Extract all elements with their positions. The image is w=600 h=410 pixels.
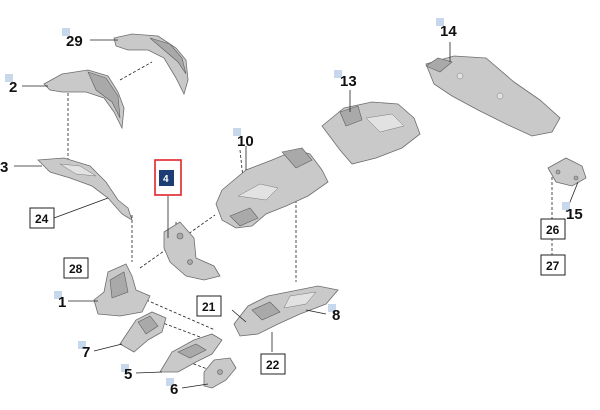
callout-27: 27: [546, 259, 560, 273]
callout-5: 5: [124, 366, 132, 383]
callout-10: 10: [237, 133, 254, 150]
part-14-heat-shield: [425, 55, 561, 137]
callout-4: 4: [163, 174, 169, 185]
callout-13: 13: [340, 73, 357, 90]
part-5-heat-shield: [159, 333, 223, 373]
part-29-heat-shield: [113, 33, 189, 96]
part-15-bracket: [547, 157, 587, 187]
callout-29: 29: [66, 33, 83, 50]
callout-24: 24: [35, 212, 49, 226]
callout-22: 22: [266, 358, 280, 372]
part-7-heat-shield: [119, 311, 167, 353]
part-4-bracket: [163, 221, 221, 281]
callout-2: 2: [9, 79, 17, 96]
callout-7: 7: [82, 344, 90, 361]
part-2-heat-shield: [43, 69, 125, 130]
part-3-heat-shield: [37, 157, 133, 221]
callout-28: 28: [69, 262, 83, 276]
leader-lines: [14, 39, 579, 389]
callout-3: 3: [0, 159, 8, 176]
callout-14: 14: [440, 23, 457, 40]
part-13-heat-shield: [321, 101, 421, 165]
callout-26: 26: [546, 223, 560, 237]
callout-4-highlight[interactable]: 4: [154, 159, 182, 196]
callout-1: 1: [58, 294, 66, 311]
part-10-heat-shield: [215, 147, 329, 229]
part-6-bracket: [203, 357, 237, 389]
part-8-heat-shield: [233, 285, 339, 337]
callout-21: 21: [202, 300, 216, 314]
callout-15: 15: [566, 206, 583, 223]
callout-6: 6: [170, 381, 178, 398]
part-1-heat-shield: [93, 263, 151, 317]
callout-8: 8: [332, 307, 340, 324]
callouts: 29 2 3 24 28 1 7 5 6 4 10 13: [0, 18, 583, 398]
